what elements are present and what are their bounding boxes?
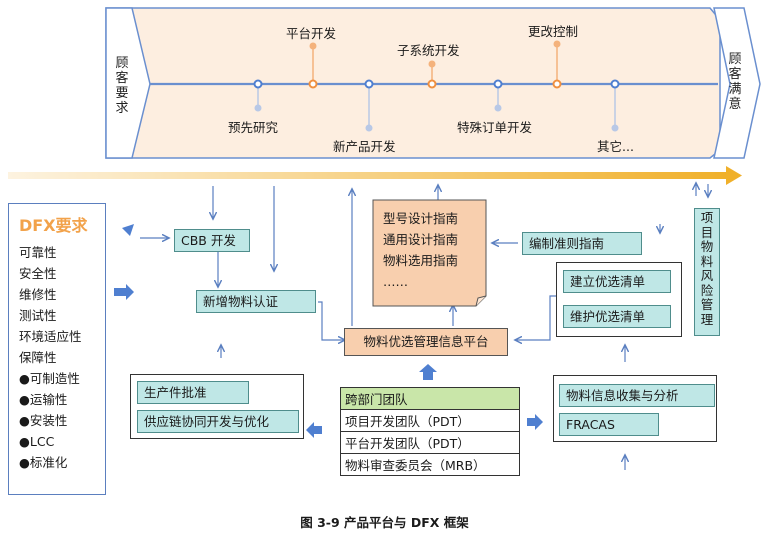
- figure-caption: 图 3-9 产品平台与 DFX 框架: [300, 515, 469, 530]
- guide-line: 通用设计指南: [383, 232, 459, 247]
- production-approval-box: 生产件批准: [137, 381, 249, 404]
- risk-management-label: 项目物料风险管理: [700, 210, 714, 327]
- stage-subsystem-dev: 子系统开发: [397, 43, 460, 58]
- left-chevron: [105, 7, 151, 159]
- cross-team-table: 跨部门团队 项目开发团队（PDT） 平台开发团队（PDT） 物料审查委员会（MR…: [340, 387, 520, 476]
- dfx-bullet-item: ●安装性: [19, 413, 68, 428]
- team-header: 跨部门团队: [340, 387, 520, 410]
- fracas-box: FRACAS: [559, 413, 659, 436]
- prep-guide-box: 编制准则指南: [522, 232, 642, 255]
- cbb-dev-label: CBB 开发: [181, 233, 236, 248]
- right-chevron: [713, 7, 761, 159]
- stage-pre-research: 预先研究: [228, 120, 279, 135]
- supply-chain-label: 供应链协同开发与优化: [144, 414, 270, 429]
- dfx-item: 环境适应性: [19, 329, 82, 344]
- stage-new-product-dev: 新产品开发: [333, 139, 396, 154]
- guide-document-list: 型号设计指南 通用设计指南 物料选用指南 ……: [383, 208, 458, 292]
- info-collect-label: 物料信息收集与分析: [566, 388, 679, 403]
- create-preferred-list-label: 建立优选清单: [570, 274, 646, 289]
- dfx-bullet-item: ●LCC: [19, 434, 55, 449]
- dfx-item: 可靠性: [19, 245, 57, 260]
- dfx-bullet-item: ●标准化: [19, 455, 68, 470]
- dfx-title: DFX要求: [19, 216, 88, 235]
- guide-line: 物料选用指南: [383, 253, 459, 268]
- material-platform-label: 物料优选管理信息平台: [363, 334, 489, 349]
- dfx-bullet-item: ●运输性: [19, 392, 68, 407]
- production-approval-label: 生产件批准: [144, 385, 207, 400]
- new-material-cert-box: 新增物料认证: [196, 290, 316, 313]
- maintain-preferred-list-label: 维护优选清单: [570, 309, 646, 324]
- new-material-cert-label: 新增物料认证: [203, 294, 279, 309]
- dfx-item: 安全性: [19, 266, 57, 281]
- maintain-preferred-list-box: 维护优选清单: [563, 305, 671, 328]
- dfx-requirements-panel: DFX要求 可靠性 安全性 维修性 测试性 环境适应性 保障性 ●可制造性 ●运…: [8, 203, 106, 495]
- stage-other: 其它...: [597, 139, 634, 154]
- stage-platform-dev: 平台开发: [286, 26, 337, 41]
- customer-satisfaction-label: 顾客满意: [727, 52, 743, 112]
- supply-chain-box: 供应链协同开发与优化: [137, 410, 299, 433]
- guide-line: 型号设计指南: [383, 211, 459, 226]
- customer-requirements-text: 顾客要求: [115, 56, 129, 116]
- material-platform-box: 物料优选管理信息平台: [344, 328, 508, 356]
- team-row: 项目开发团队（PDT）: [340, 409, 520, 432]
- risk-management-box: 项目物料风险管理: [694, 208, 720, 336]
- fracas-label: FRACAS: [566, 417, 615, 432]
- dfx-bullet-item: ●可制造性: [19, 371, 80, 386]
- guide-line: ……: [383, 274, 408, 289]
- dfx-item: 保障性: [19, 350, 57, 365]
- cbb-dev-box: CBB 开发: [174, 229, 250, 252]
- prep-guide-label: 编制准则指南: [529, 236, 605, 251]
- customer-satisfaction-text: 顾客满意: [728, 52, 742, 112]
- customer-requirements-label: 顾客要求: [114, 56, 130, 116]
- dfx-item: 维修性: [19, 287, 57, 302]
- info-collect-box: 物料信息收集与分析: [559, 384, 715, 407]
- create-preferred-list-box: 建立优选清单: [563, 270, 671, 293]
- dfx-item: 测试性: [19, 308, 57, 323]
- stage-special-order-dev: 特殊订单开发: [457, 120, 533, 135]
- team-row: 平台开发团队（PDT）: [340, 431, 520, 454]
- stage-change-control: 更改控制: [528, 24, 579, 39]
- team-row: 物料审查委员会（MRB）: [340, 453, 520, 476]
